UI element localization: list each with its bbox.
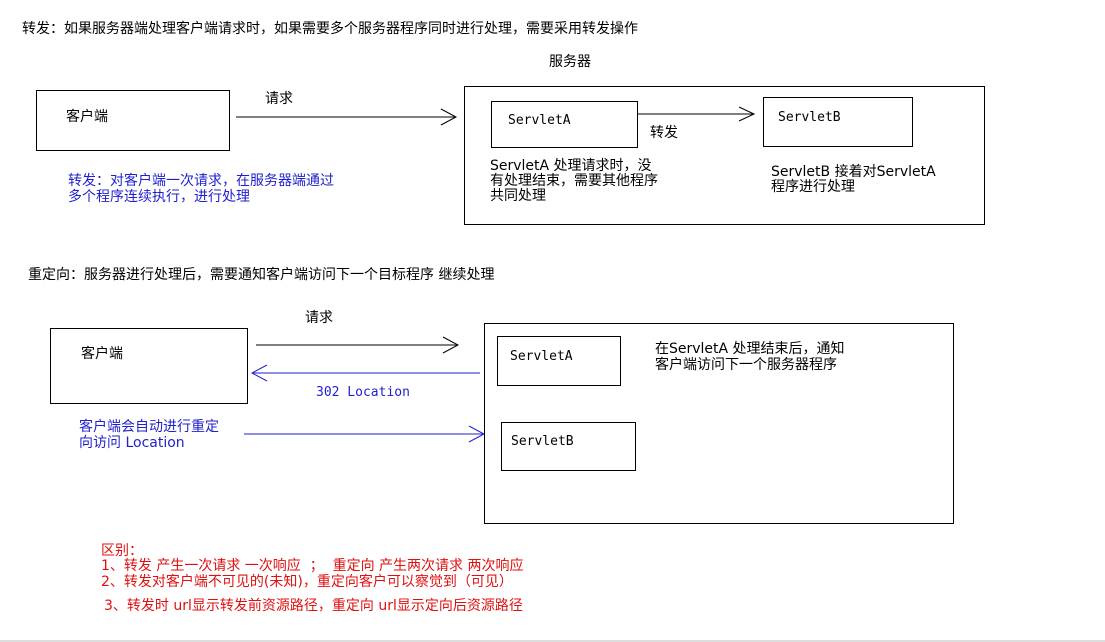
forward-servlet-b-label: ServletB [778,110,841,125]
difference-line-2: 2、转发对客户端不可见的(未知)，重定向客户可以察觉到（可见） [101,574,513,590]
forward-servlet-a-box [491,101,638,148]
redirect-client-label: 客户端 [81,346,123,362]
redirect-302-arrow [250,364,480,382]
redirect-server-box [484,323,954,524]
forward-client-note: 转发：对客户端一次请求，在服务器端通过 多个程序连续执行，进行处理 [68,173,334,205]
redirect-note-a: 在ServletA 处理结束后，通知 客户端访问下一个服务器程序 [655,341,845,373]
forward-client-label: 客户端 [66,109,108,125]
forward-client-box [36,90,230,151]
forward-servlet-a-label: ServletA [508,113,571,128]
redirect-servlet-b-box [501,422,636,471]
redirect-client-note: 客户端会自动进行重定 向访问 Location [79,419,219,451]
redirect-servlet-a-box [497,336,621,386]
redirect-request-label: 请求 [305,310,333,326]
forward-heading: 转发：如果服务器端处理客户端请求时，如果需要多个服务器程序同时进行处理，需要采用… [22,21,638,37]
forward-request-label: 请求 [265,91,293,107]
difference-line-3: 3、转发时 url显示转发前资源路径，重定向 url显示定向后资源路径 [104,598,523,614]
forward-note-b: ServletB 接着对ServletA 程序进行处理 [771,164,936,195]
forward-servlet-arrow [638,106,756,122]
redirect-auto-arrow [244,425,486,443]
redirect-client-box [50,328,248,404]
difference-line-1: 1、转发 产生一次请求 一次响应 ； 重定向 产生两次请求 两次响应 [101,558,524,574]
redirect-request-arrow [256,336,460,354]
forward-servlet-b-box [763,97,913,147]
difference-title: 区别： [101,543,143,559]
forward-note-a: ServletA 处理请求时，没 有处理结束，需要其他程序 共同处理 [490,158,658,204]
bottom-divider [0,640,1105,642]
forward-transfer-label: 转发 [650,125,678,141]
forward-server-box [464,86,985,225]
redirect-heading: 重定向：服务器进行处理后，需要通知客户端访问下一个目标程序 继续处理 [28,267,495,283]
redirect-servlet-a-label: ServletA [510,349,573,364]
redirect-servlet-b-label: ServletB [511,434,574,449]
redirect-302-label: 302 Location [316,385,410,400]
forward-request-arrow [236,108,458,126]
server-label: 服务器 [549,54,591,70]
